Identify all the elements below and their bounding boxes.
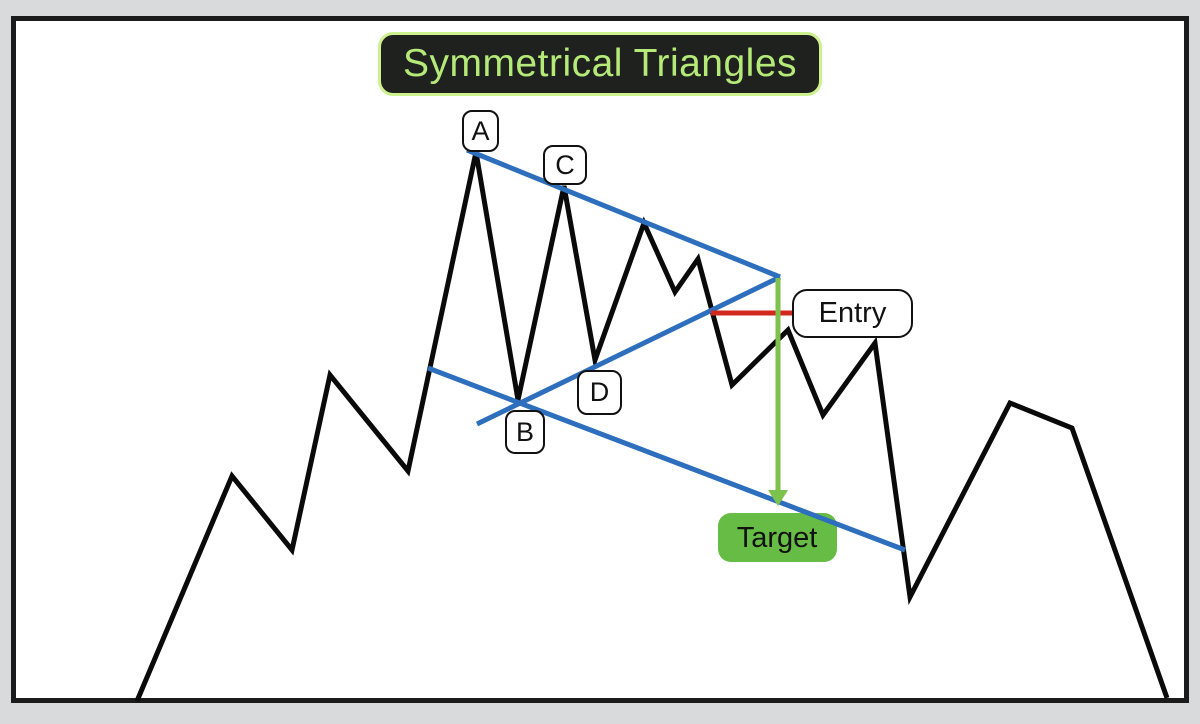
point-label-b-text: B	[515, 416, 534, 447]
chart-canvas	[11, 16, 1189, 703]
target-badge-background	[718, 513, 837, 562]
target-label: Target	[737, 522, 818, 554]
target-projection-line	[427, 365, 906, 553]
entry-label: Entry	[818, 297, 887, 329]
target-badge: Target	[718, 513, 837, 562]
point-label-d-text: D	[589, 377, 610, 407]
target-arrow	[768, 278, 788, 506]
point-label-c: C	[543, 145, 587, 185]
entry-badge: Entry	[792, 289, 913, 338]
diagram-title: Symmetrical Triangles	[378, 32, 822, 96]
point-label-a-text: A	[471, 115, 490, 146]
price-line	[134, 151, 1170, 702]
point-label-d: D	[577, 370, 622, 415]
diagram-title-text: Symmetrical Triangles	[402, 42, 798, 85]
point-label-a: A	[462, 110, 499, 152]
target-arrow-head	[768, 490, 788, 506]
upper-trendline	[466, 147, 781, 280]
point-label-c-text: C	[555, 149, 575, 180]
target-arrow-shaft	[775, 278, 781, 492]
lower-trendline	[475, 274, 782, 427]
point-label-b: B	[505, 410, 545, 454]
